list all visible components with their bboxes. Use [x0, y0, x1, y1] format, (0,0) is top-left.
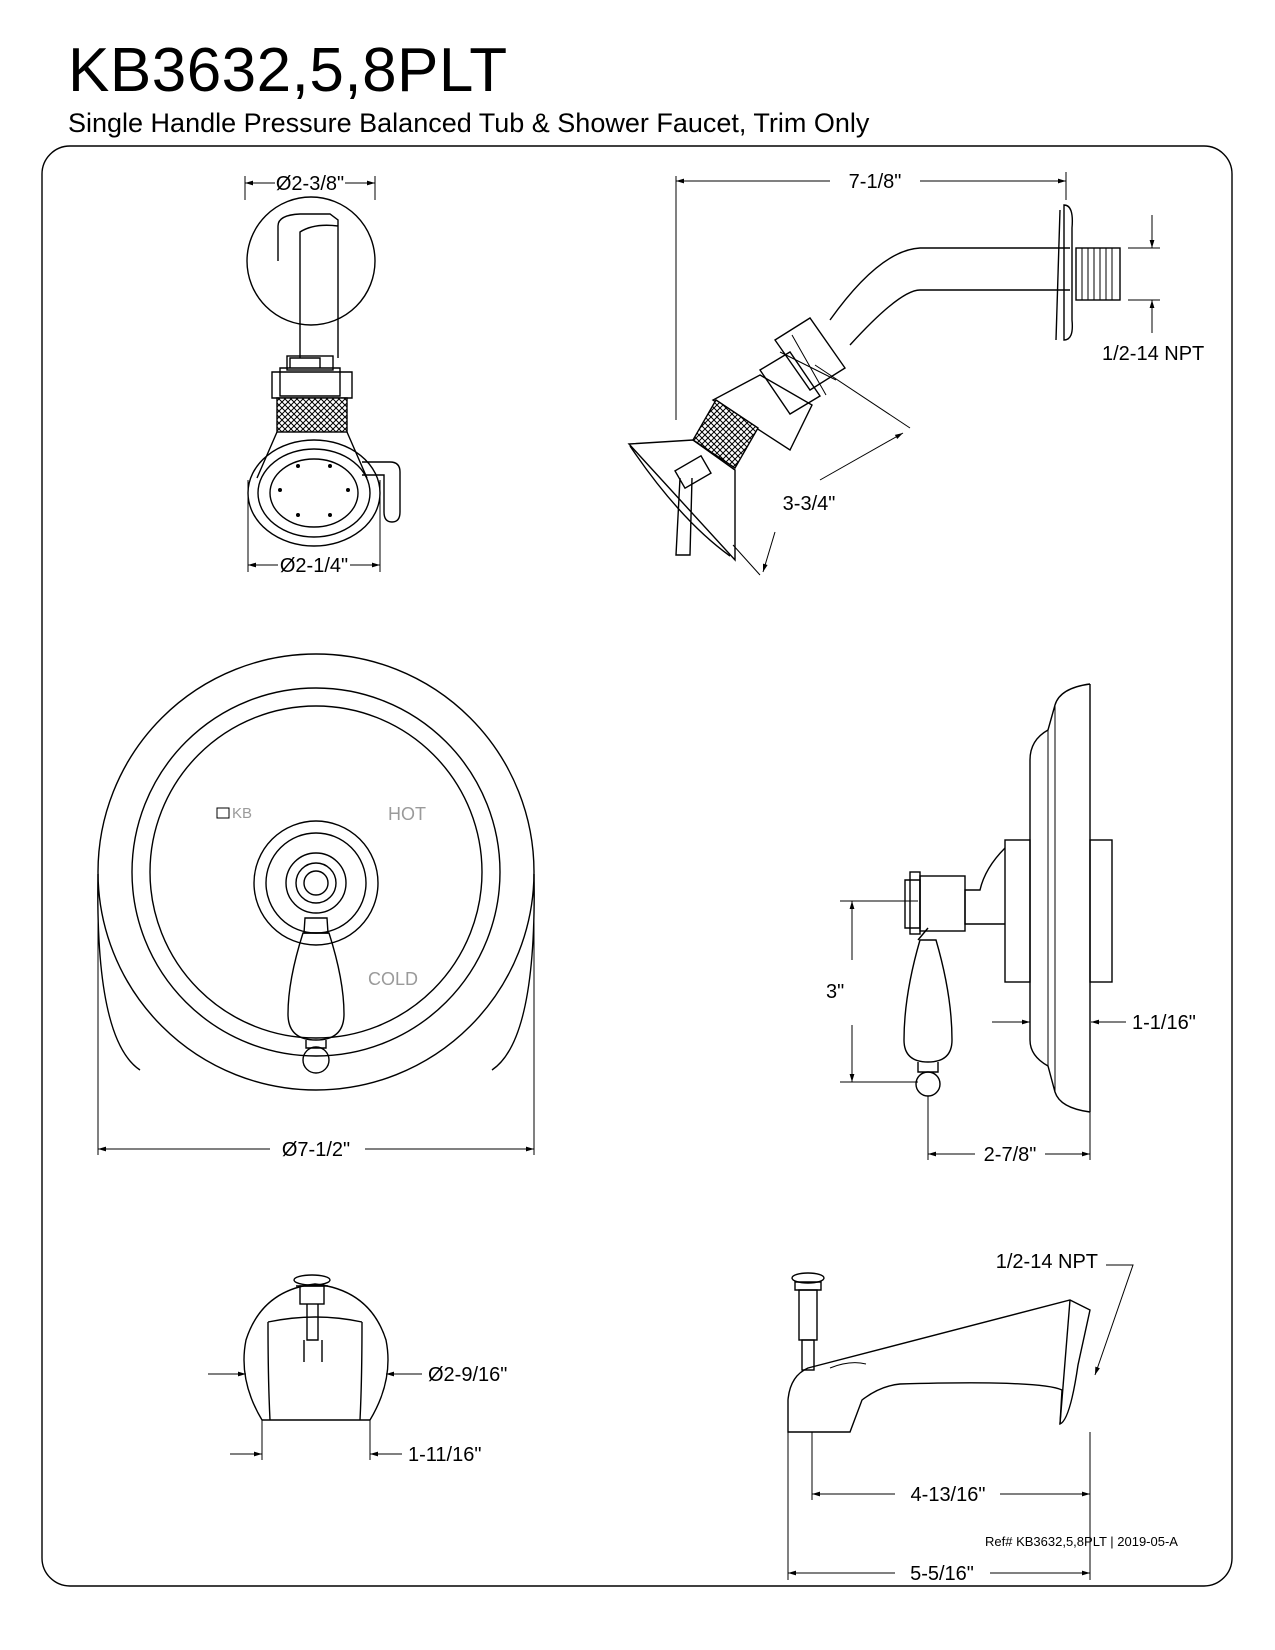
- dim-head-length: 3-3/4": [783, 493, 836, 515]
- dim-spout-body-dia: Ø2-9/16": [428, 1364, 507, 1386]
- dim-handle-projection: 2-7/8": [984, 1144, 1037, 1166]
- trim-plate-side-view: 3" 1-1/16" 2-7/8": [826, 683, 1196, 1166]
- dim-flange-dia: Ø2-3/8": [276, 173, 344, 195]
- product-description: Single Handle Pressure Balanced Tub & Sh…: [68, 108, 870, 138]
- trim-plate-front-view: KB HOT COLD Ø7-1/2": [97, 653, 535, 1161]
- dim-plate-depth: 1-1/16": [1132, 1012, 1196, 1034]
- dim-arm-length: 7-1/8": [849, 171, 902, 193]
- dim-arm-thread: 1/2-14 NPT: [1102, 343, 1204, 365]
- dim-spout-reach: 4-13/16": [911, 1484, 986, 1506]
- tub-spout-front-view: Ø2-9/16" 1-11/16": [208, 1274, 507, 1466]
- plate-cold-label: COLD: [368, 969, 418, 989]
- plate-brand-label: KB: [232, 805, 252, 822]
- reference-number: Ref# KB3632,5,8PLT | 2019-05-A: [985, 1534, 1178, 1549]
- showerhead-side-view: 7-1/8" 1/2-14 NPT 3-3/4": [627, 171, 1204, 576]
- drawing-frame: [41, 145, 1233, 1587]
- dim-face-dia: Ø2-1/4": [280, 555, 348, 577]
- plate-hot-label: HOT: [388, 804, 426, 824]
- showerhead-front-view: Ø2-3/8" Ø2-1/4": [244, 173, 401, 577]
- dim-spout-length: 5-5/16": [910, 1563, 974, 1585]
- tub-spout-side-view: 1/2-14 NPT 4-13/16" 5-5/16": [787, 1251, 1134, 1585]
- model-title: KB3632,5,8PLT: [68, 36, 508, 105]
- dim-handle-height: 3": [826, 981, 844, 1003]
- dim-spout-width: 1-11/16": [408, 1444, 481, 1466]
- dim-spout-thread: 1/2-14 NPT: [996, 1251, 1098, 1273]
- dim-plate-dia: Ø7-1/2": [282, 1139, 350, 1161]
